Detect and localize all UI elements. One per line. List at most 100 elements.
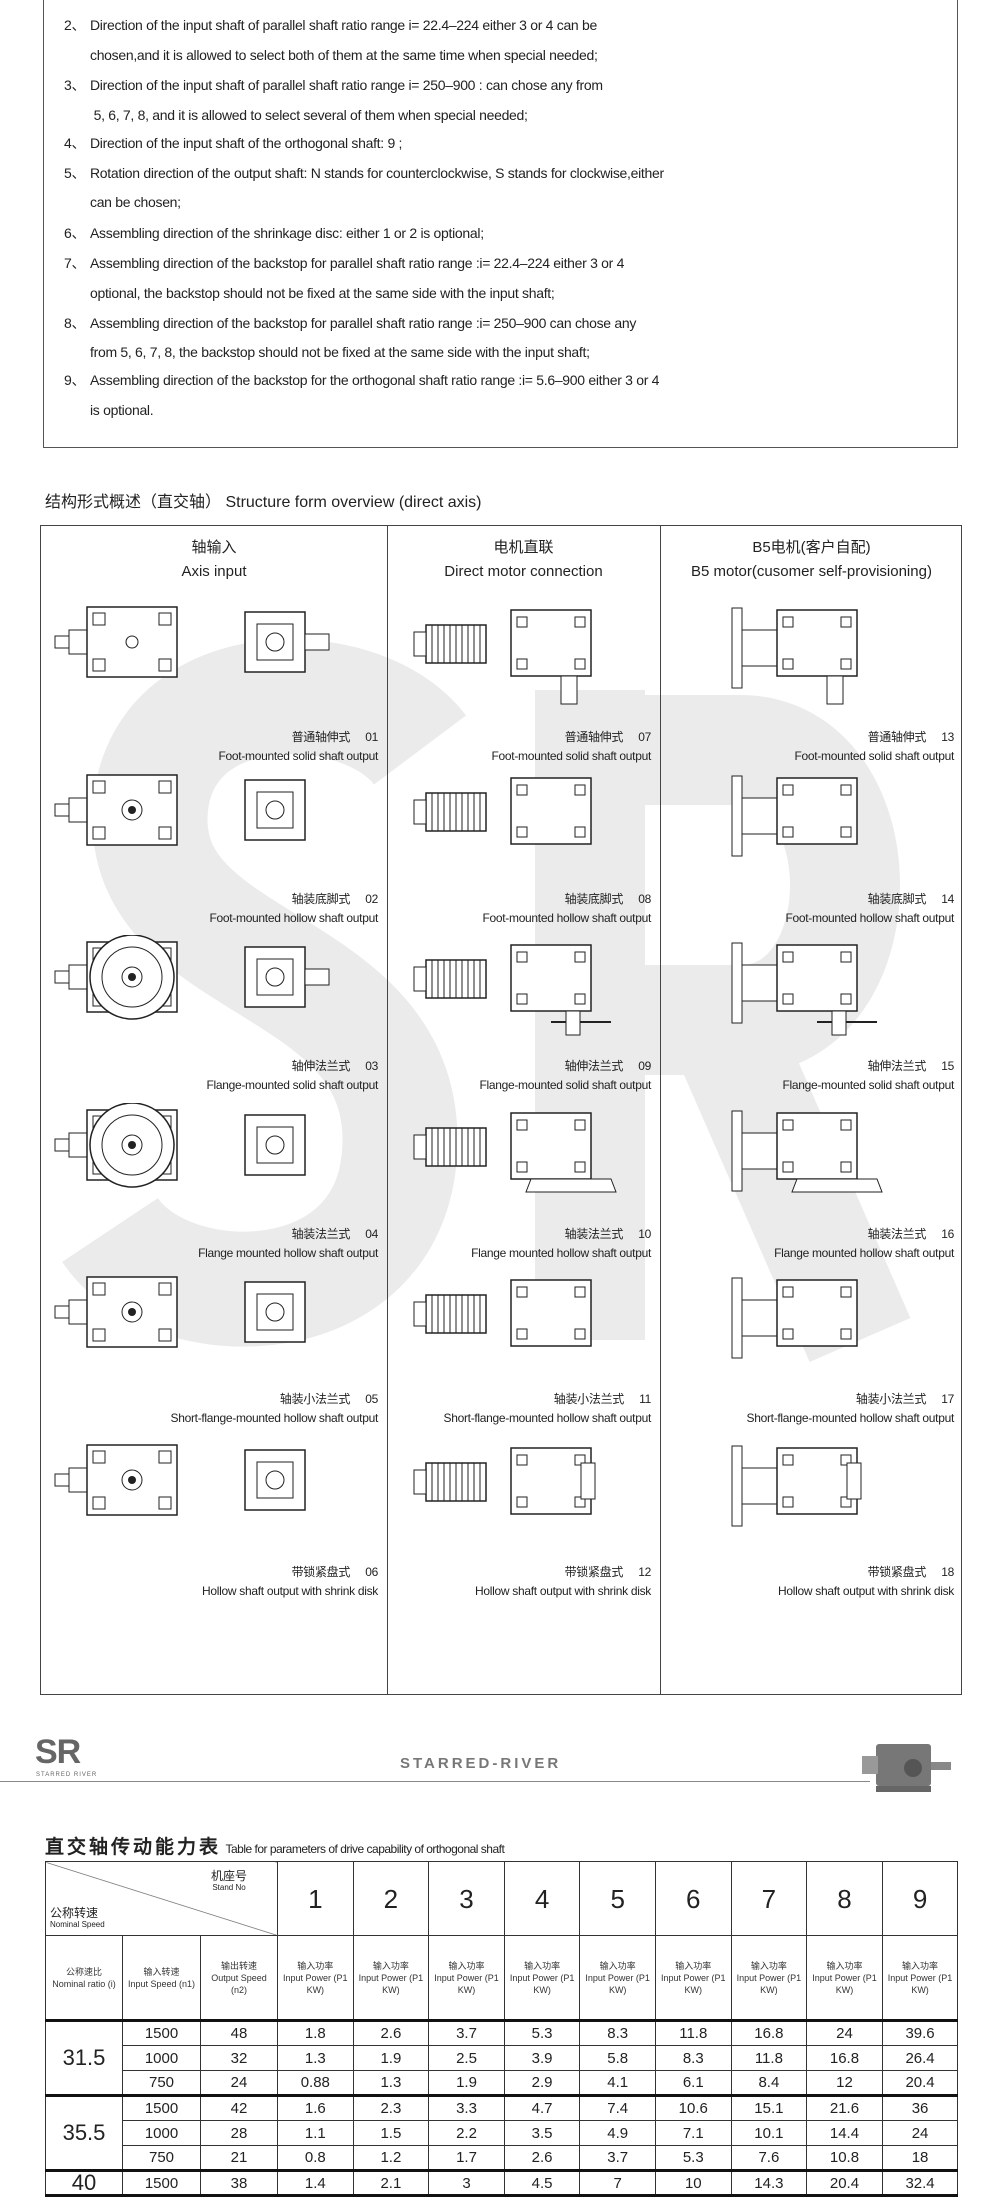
power-header-en: Input Power (P1 KW): [661, 1972, 726, 1995]
table-title: 直交轴传动能力表 Table for parameters of drive c…: [45, 1832, 505, 1859]
item-number: 14: [941, 892, 954, 906]
input-speed-cell: 1500: [122, 2170, 201, 2196]
note-number: 9、: [64, 372, 86, 388]
note-text: Rotation direction of the output shaft: …: [90, 165, 664, 181]
output-speed-cell: 28: [199, 2120, 279, 2146]
input-power-cell: 3.7: [428, 2020, 505, 2046]
note-line: 3、Direction of the input shaft of parall…: [64, 76, 947, 94]
item-number: 17: [941, 1392, 954, 1406]
input-power-cell: 2.9: [503, 2070, 581, 2096]
note-line: chosen,and it is allowed to select both …: [64, 46, 947, 64]
item-en: Hollow shaft output with shrink disk: [778, 1584, 954, 1598]
stand-header: 1: [277, 1861, 354, 1936]
item-cn: 轴伸法兰式: [291, 1059, 351, 1073]
input-power-cell: 7: [579, 2170, 656, 2196]
input-speed-cell: 750: [122, 2070, 201, 2096]
item-number: 15: [941, 1059, 954, 1073]
column-header-en: Direct motor connection: [444, 563, 603, 580]
input-power-cell: 10.1: [730, 2120, 808, 2146]
stand-header: 4: [503, 1861, 581, 1936]
input-power-cell: 5.8: [579, 2045, 656, 2071]
note-text: chosen,and it is allowed to select both …: [90, 47, 598, 63]
power-header-cn: 输入功率: [750, 1960, 787, 1971]
item-number: 03: [365, 1059, 378, 1073]
stand-no-label-en: Stand No: [212, 1883, 246, 1892]
stand-number: 7: [761, 1883, 777, 1914]
input-power-cell: 3.7: [579, 2145, 656, 2171]
power-header-cn: 输入功率: [902, 1960, 939, 1971]
input-power-cell: 1.9: [352, 2045, 430, 2071]
item-number: 16: [941, 1227, 954, 1241]
note-line: 5, 6, 7, 8, and it is allowed to select …: [64, 106, 947, 124]
power-header-cn: 输入功率: [372, 1960, 409, 1971]
item-en: Foot-mounted solid shaft output: [218, 749, 379, 763]
stand-number: 4: [534, 1883, 550, 1914]
input-power-cell: 11.8: [654, 2020, 732, 2046]
input-speed-cell: 1500: [122, 2095, 201, 2121]
note-line: is optional.: [64, 401, 947, 419]
input-power-cell: 15.1: [730, 2095, 808, 2121]
note-line: can be chosen;: [64, 193, 947, 211]
power-header-cn: 输入功率: [599, 1960, 636, 1971]
item-en: Short-flange-mounted hollow shaft output: [746, 1411, 955, 1425]
input-power-cell: 12: [806, 2070, 883, 2096]
column-header-direct-motor: 电机直联 Direct motor connection: [387, 536, 660, 584]
note-text: is optional.: [90, 402, 154, 418]
note-number: 7、: [64, 255, 86, 271]
input-power-cell: 0.88: [277, 2070, 354, 2096]
item-cn: 轴装小法兰式: [279, 1392, 351, 1406]
item-cn: 带锁紧盘式: [867, 1565, 927, 1579]
input-power-cell: 3.3: [428, 2095, 505, 2121]
item-cn: 普通轴伸式: [291, 730, 351, 744]
notes-box: 2、Direction of the input shaft of parall…: [43, 0, 958, 448]
stand-number: 5: [610, 1883, 625, 1914]
nominal-speed-label-en: Nominal Speed: [50, 1920, 105, 1929]
column-header-cn: B5电机(客户自配): [752, 539, 871, 556]
gear-unit-drawing-02: [54, 774, 306, 846]
item-cn: 带锁紧盘式: [564, 1565, 624, 1579]
note-text: Direction of the input shaft of the orth…: [90, 135, 403, 151]
note-text: can be chosen;: [90, 194, 181, 210]
input-power-cell: 1.7: [428, 2145, 505, 2171]
note-line: 8、Assembling direction of the backstop f…: [64, 314, 947, 332]
output-speed-cell: 21: [199, 2145, 279, 2171]
input-power-cell: 11.8: [730, 2045, 808, 2071]
power-header-en: Input Power (P1 KW): [736, 1972, 802, 1995]
stand-header: 5: [579, 1861, 656, 1936]
note-text: Assembling direction of the backstop for…: [90, 255, 625, 271]
logo-small-text: STARRED RIVER: [36, 1772, 98, 1778]
sub-header-en: Input Speed (n1): [127, 1978, 196, 1989]
stand-number: 1: [308, 1883, 323, 1914]
note-text: 5, 6, 7, 8, and it is allowed to select …: [90, 107, 528, 123]
output-speed-cell: 38: [199, 2170, 279, 2196]
note-number: 3、: [64, 77, 86, 93]
column-header-cn: 电机直联: [493, 539, 554, 556]
item-cn: 轴伸法兰式: [564, 1059, 624, 1073]
input-power-cell: 8.3: [654, 2045, 732, 2071]
input-power-cell: 3: [428, 2170, 505, 2196]
power-header-en: Input Power (P1 KW): [283, 1972, 348, 1995]
gear-unit-drawing-12: [413, 1447, 596, 1515]
power-header-en: Input Power (P1 KW): [509, 1972, 575, 1995]
column-header-b5-motor: B5电机(客户自配)B5 motor(cusomer self-provisio…: [660, 536, 963, 584]
output-speed-cell: 24: [199, 2070, 279, 2096]
item-cn: 轴装底脚式: [291, 892, 351, 906]
sub-header-en: Nominal ratio (i): [52, 1978, 116, 1989]
gear-unit-drawing-01: [54, 606, 330, 678]
logo-divider: [0, 1781, 870, 1782]
gear-unit-drawing-16: [731, 1110, 883, 1193]
input-power-cell: 3.9: [503, 2045, 581, 2071]
item-cn: 普通轴伸式: [564, 730, 624, 744]
input-power-cell: 1.4: [277, 2170, 354, 2196]
column-divider: [387, 526, 388, 1694]
item-number: 05: [365, 1392, 378, 1406]
